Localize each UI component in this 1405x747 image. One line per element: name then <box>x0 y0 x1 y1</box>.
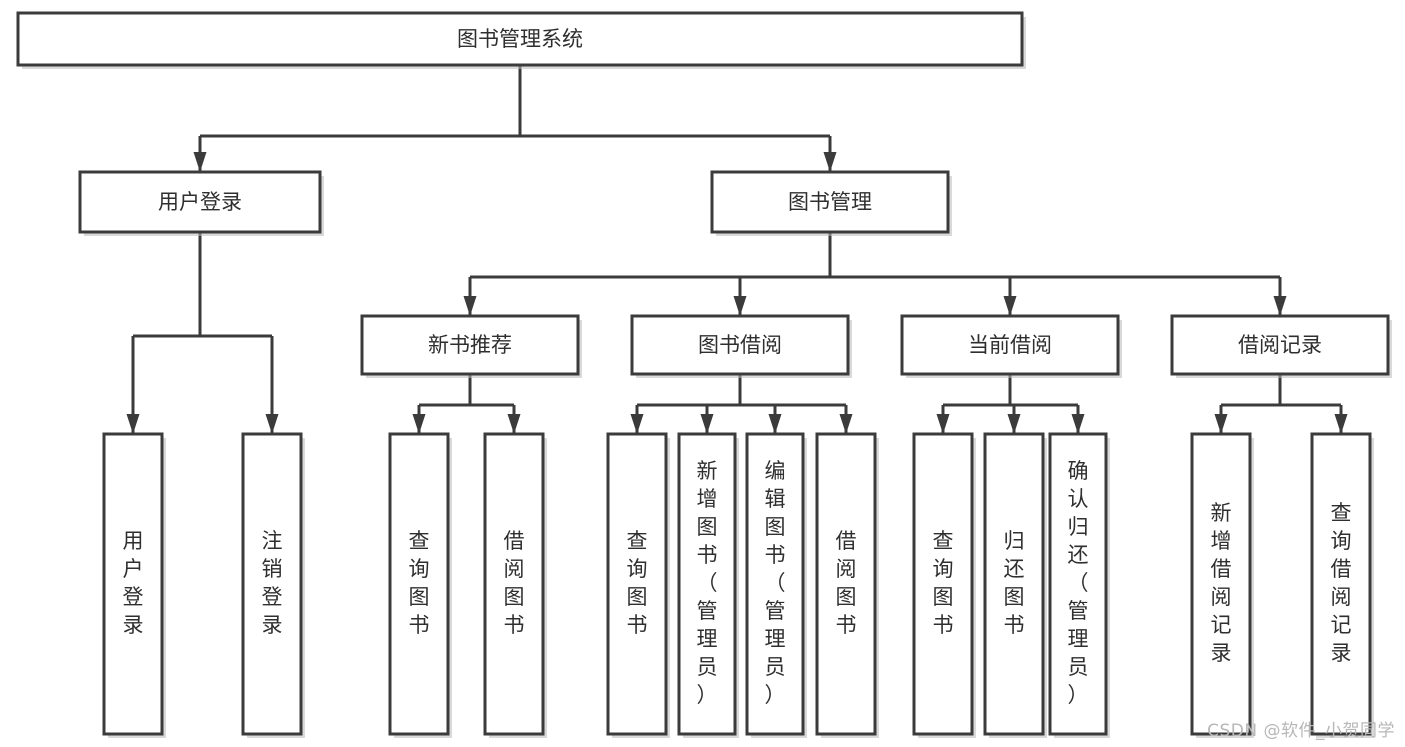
arrow-head-icon <box>1007 414 1021 434</box>
node-label: 新书推荐 <box>428 333 512 357</box>
node-root[interactable]: 图书管理系统 <box>16 11 1026 69</box>
arrow-head-icon <box>265 414 279 434</box>
node-label: 归还图书 <box>1004 529 1025 637</box>
node-label: 借阅图书 <box>836 529 857 637</box>
arrow-head-icon <box>507 414 521 434</box>
node-leaf-query-book-recommend[interactable]: 查询图书 <box>388 432 452 738</box>
edge-group-user-login <box>126 232 279 434</box>
arrow-head-icon <box>463 296 477 316</box>
arrow-head-icon <box>630 414 644 434</box>
arrow-head-icon <box>768 414 782 434</box>
arrow-head-icon <box>839 414 853 434</box>
node-leaf-return-book[interactable]: 归还图书 <box>983 432 1047 738</box>
node-leaf-borrow-book[interactable]: 借阅图书 <box>815 432 879 738</box>
node-label: 查询图书 <box>627 529 648 637</box>
node-label: 确认归还（管理员） <box>1068 459 1089 707</box>
arrow-head-icon <box>193 152 207 172</box>
node-label: 借阅图书 <box>504 529 525 637</box>
watermark-label: CSDN @软件_小贺同学 <box>1207 721 1395 741</box>
arrow-head-icon <box>126 414 140 434</box>
node-label: 新增借阅记录 <box>1211 501 1232 665</box>
node-leaf-edit-book-admin[interactable]: 编辑图书（管理员） <box>745 432 807 738</box>
node-borrow-record[interactable]: 借阅记录 <box>1170 314 1392 378</box>
nodes-layer: 图书管理系统用户登录图书管理新书推荐图书借阅当前借阅借阅记录用户登录注销登录查询… <box>16 11 1392 738</box>
node-label: 图书管理 <box>788 190 872 214</box>
node-label: 查询借阅记录 <box>1331 501 1352 665</box>
node-leaf-confirm-return-admin[interactable]: 确认归还（管理员） <box>1048 432 1110 738</box>
node-label: 新增图书（管理员） <box>697 459 718 707</box>
arrow-head-icon <box>823 152 837 172</box>
node-label: 当前借阅 <box>968 333 1052 357</box>
arrow-head-icon <box>1003 296 1017 316</box>
node-current-borrow[interactable]: 当前借阅 <box>900 314 1122 378</box>
arrow-head-icon <box>700 414 714 434</box>
arrow-head-icon <box>412 414 426 434</box>
edge-group-borrow-record <box>1214 374 1348 434</box>
node-label: 用户登录 <box>158 190 242 214</box>
node-label: 借阅记录 <box>1238 333 1322 357</box>
node-book-manage[interactable]: 图书管理 <box>710 170 952 236</box>
node-user-login[interactable]: 用户登录 <box>78 170 324 236</box>
node-label: 图书借阅 <box>698 333 782 357</box>
node-leaf-query-borrow-record[interactable]: 查询借阅记录 <box>1310 432 1374 738</box>
node-label: 注销登录 <box>262 529 283 637</box>
arrow-head-icon <box>1273 296 1287 316</box>
arrow-head-icon <box>1214 414 1228 434</box>
node-label: 查询图书 <box>409 529 430 637</box>
arrow-head-icon <box>1071 414 1085 434</box>
node-leaf-logout[interactable]: 注销登录 <box>241 432 305 738</box>
node-leaf-query-book-current[interactable]: 查询图书 <box>912 432 976 738</box>
node-leaf-query-book-borrow[interactable]: 查询图书 <box>606 432 670 738</box>
node-label: 编辑图书（管理员） <box>765 459 786 707</box>
node-label: 用户登录 <box>123 529 144 637</box>
node-leaf-user-login[interactable]: 用户登录 <box>102 432 166 738</box>
edge-group-current-borrow <box>936 374 1085 434</box>
node-new-book-recommend[interactable]: 新书推荐 <box>360 314 582 378</box>
edge-group-book-borrow <box>630 374 853 434</box>
node-leaf-add-book-admin[interactable]: 新增图书（管理员） <box>677 432 739 738</box>
node-label: 查询图书 <box>933 529 954 637</box>
node-book-borrow[interactable]: 图书借阅 <box>630 314 852 378</box>
arrow-head-icon <box>936 414 950 434</box>
node-leaf-add-borrow-record[interactable]: 新增借阅记录 <box>1190 432 1254 738</box>
edge-group-root <box>193 65 837 172</box>
node-label: 图书管理系统 <box>457 27 583 51</box>
edge-group-book-manage <box>463 232 1287 316</box>
arrow-head-icon <box>733 296 747 316</box>
edge-group-new-book-recommend <box>412 374 521 434</box>
arrow-head-icon <box>1334 414 1348 434</box>
node-leaf-borrow-book-recommend[interactable]: 借阅图书 <box>483 432 547 738</box>
edges-layer <box>126 65 1348 434</box>
